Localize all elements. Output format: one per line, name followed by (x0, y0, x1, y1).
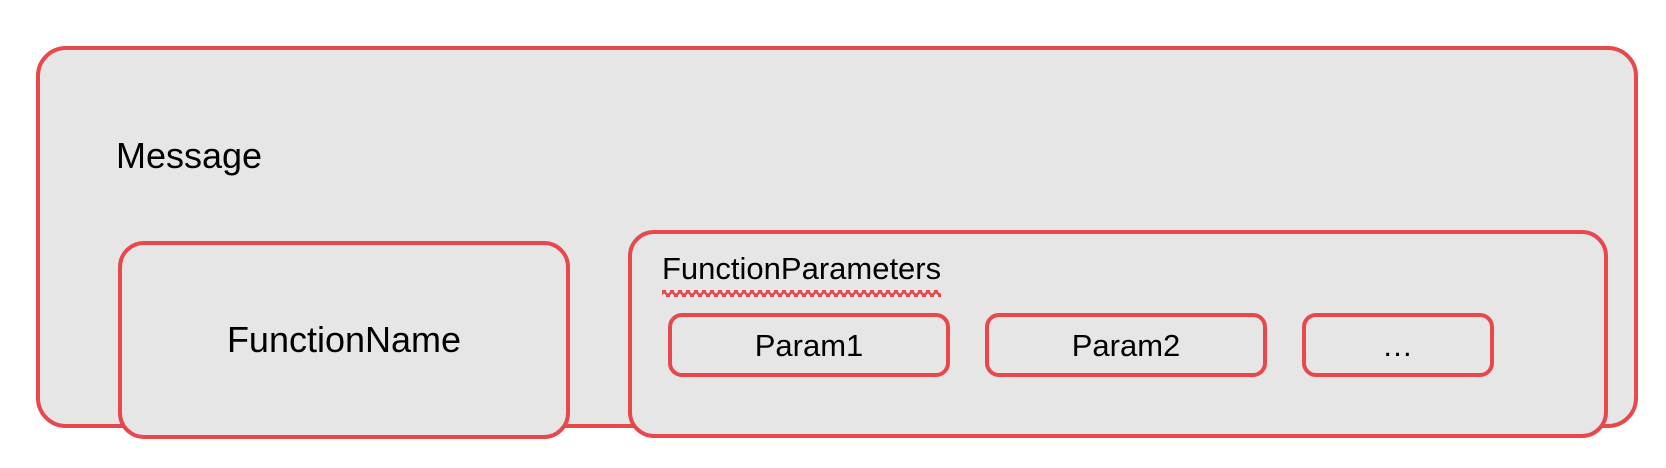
message-box[interactable]: Message FunctionName FunctionParameters … (36, 46, 1638, 439)
function-name-label: FunctionName (226, 319, 462, 360)
param-box-ellipsis[interactable]: … (1302, 313, 1494, 377)
function-parameters-label: FunctionParameters (662, 251, 942, 286)
message-label: Message (116, 135, 263, 176)
param-label-1: Param1 (754, 327, 864, 363)
param-box-1[interactable]: Param1 (668, 313, 950, 377)
function-parameters-label-wrap: FunctionParameters (662, 251, 942, 297)
function-parameters-box[interactable]: FunctionParameters Param1 Param2 … (628, 230, 1608, 438)
parameter-list: Param1 Param2 … (668, 313, 1494, 377)
param-label-2: Param2 (1071, 327, 1181, 363)
spellcheck-squiggle-underline (662, 290, 941, 297)
param-label-ellipsis: … (1382, 327, 1414, 363)
param-box-2[interactable]: Param2 (985, 313, 1267, 377)
function-name-box[interactable]: FunctionName (118, 241, 570, 439)
